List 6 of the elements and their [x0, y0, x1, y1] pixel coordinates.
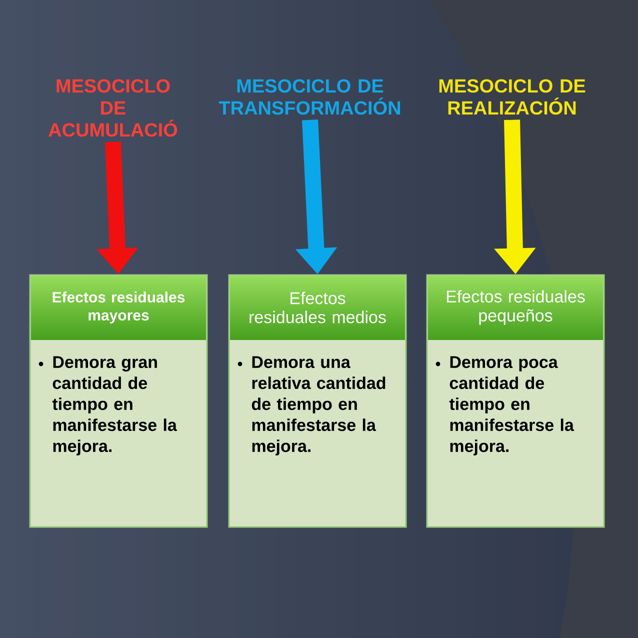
process-box: Efectos residuales mayores Demora gran cantidad de tiempo en manifestarse la mejora.: [29, 274, 208, 528]
heading: MESOCICLO DE TRANSFORMACIÓN: [218, 79, 400, 115]
process-box: Efectos residuales medios Demora una relativa cantidad de tiempo en manifestarse la mejora.: [228, 274, 407, 528]
heading: MESOCICLO DE ACUMULACIÓ: [48, 79, 178, 137]
heading: MESOCICLO DE REALIZACIÓN: [439, 79, 586, 115]
process-box: Efectos residuales pequeños Demora poca cantidad de tiempo en manifestarse la mejora.: [426, 274, 605, 528]
